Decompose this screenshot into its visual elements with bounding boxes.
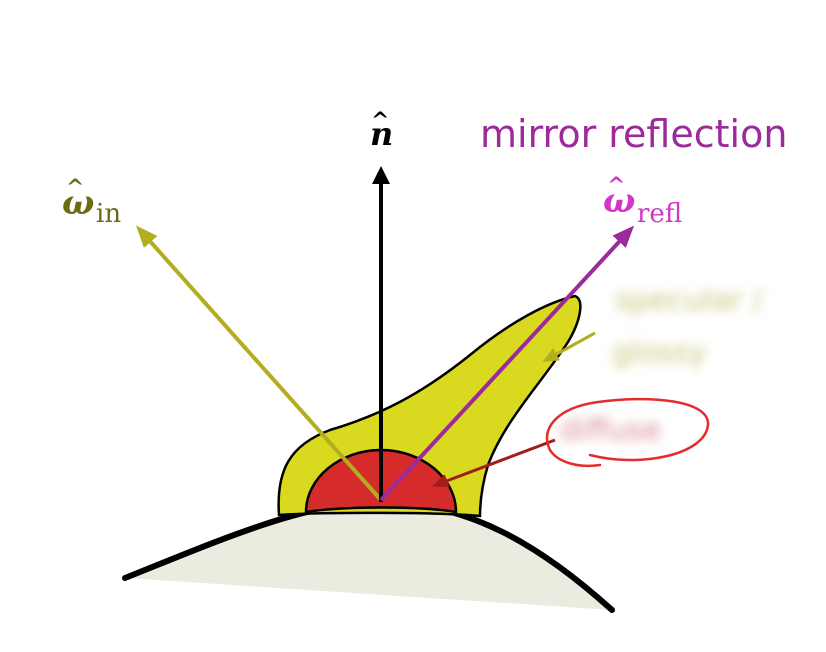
specular-label-line2: glossy bbox=[612, 335, 707, 370]
specular-pointer-arrow bbox=[542, 331, 596, 362]
mirror-reflection-label: mirror reflection bbox=[480, 112, 787, 156]
reflected-omega-label: ω bbox=[603, 181, 635, 221]
reflected-subscript: refl bbox=[637, 199, 682, 229]
diffuse-pointer-arrow bbox=[432, 438, 556, 488]
diffuse-circle-mark bbox=[545, 397, 710, 467]
normal-hat: ^ bbox=[371, 108, 389, 134]
reflected-omega-hat: ^ bbox=[607, 173, 625, 199]
normal-label: n bbox=[370, 115, 393, 153]
specular-label-line1: specular / bbox=[615, 283, 763, 318]
incoming-omega-label: ω bbox=[62, 183, 94, 223]
incoming-omega-hat: ^ bbox=[66, 175, 84, 201]
incoming-direction-arrow bbox=[136, 225, 383, 502]
diffuse-label: diffuse bbox=[560, 413, 661, 448]
reflected-direction-arrow bbox=[379, 225, 635, 502]
incoming-subscript: in bbox=[96, 199, 121, 229]
